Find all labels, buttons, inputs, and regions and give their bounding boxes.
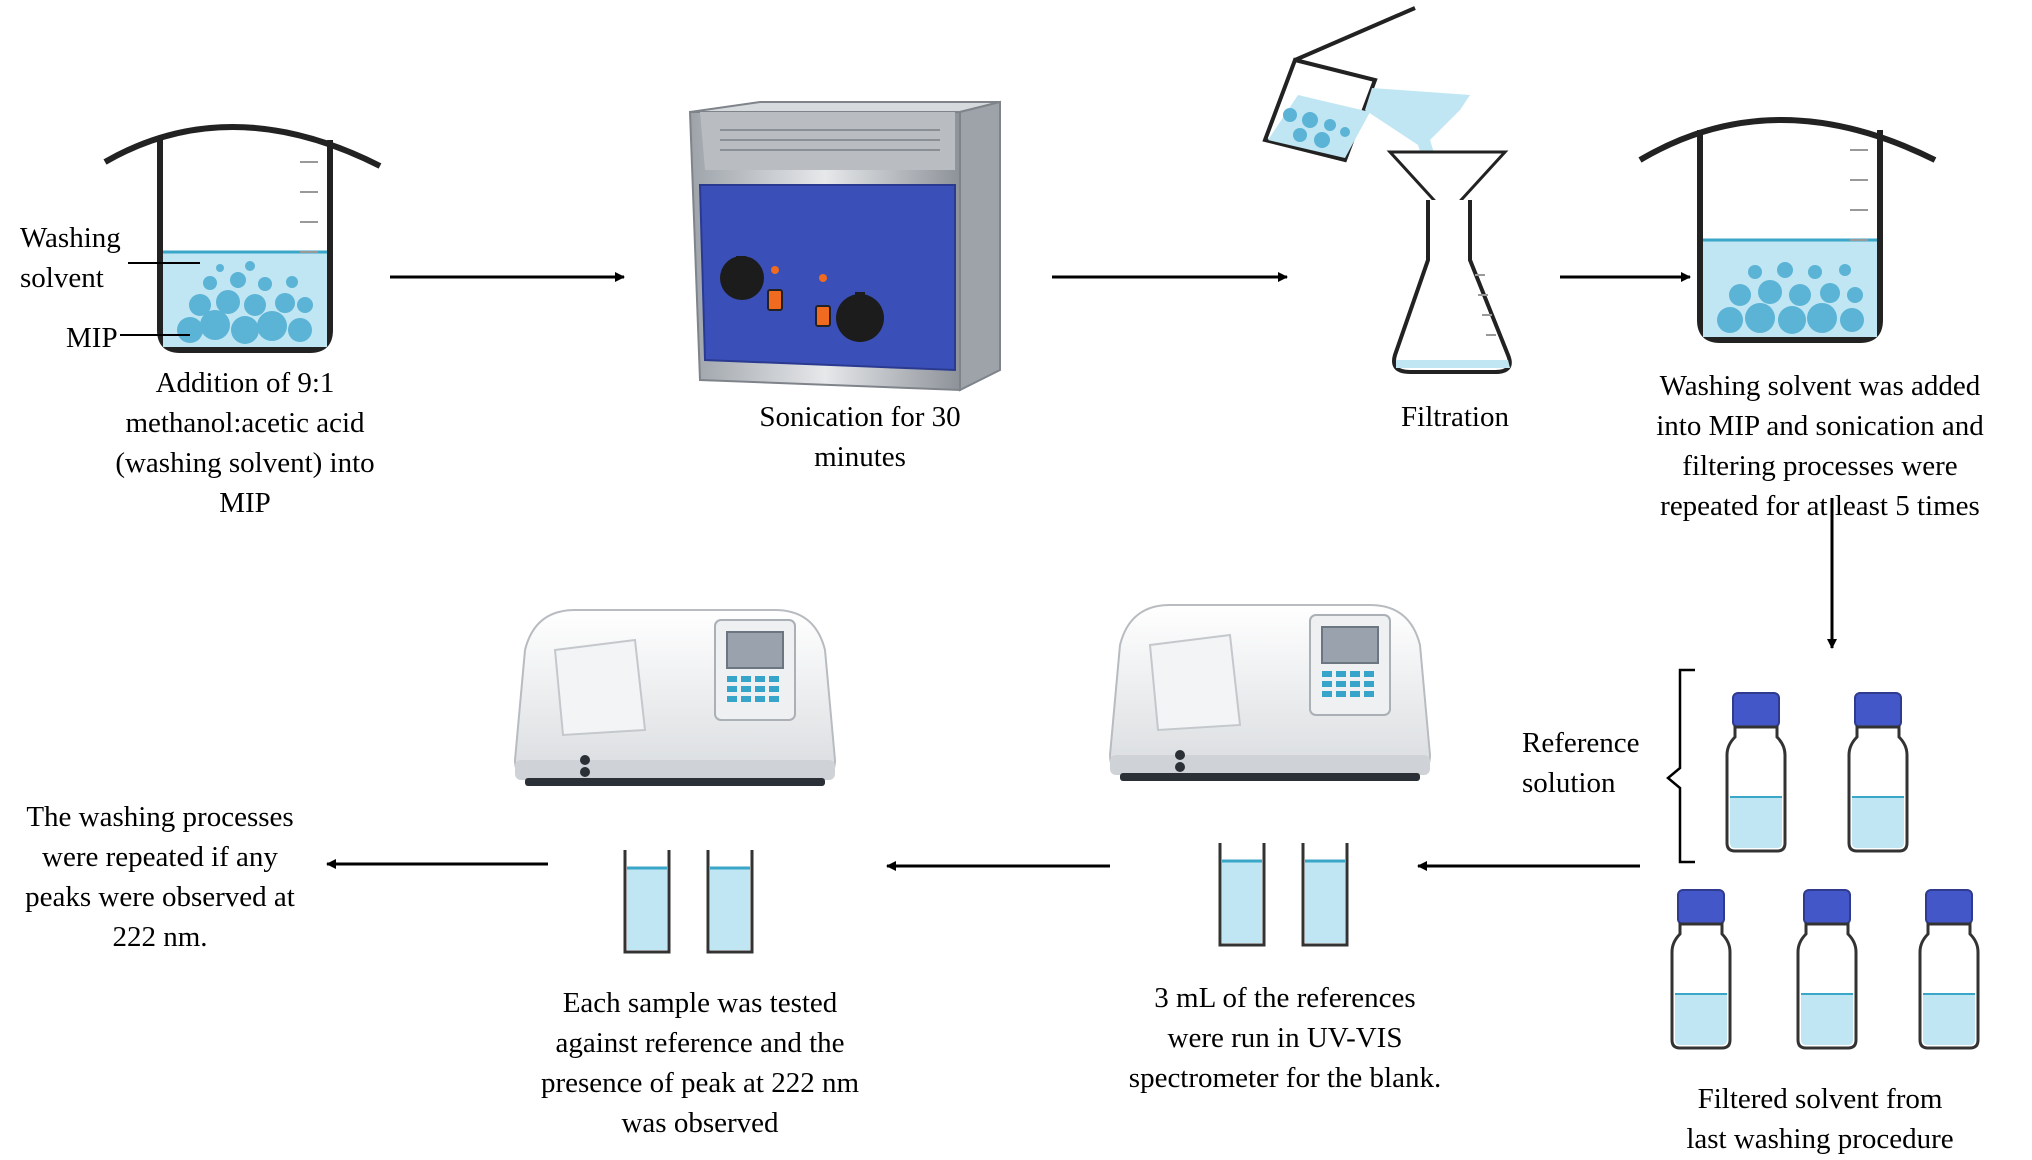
- step-filtration-caption: Filtration: [1401, 401, 1509, 433]
- filtration-setup-icon: [1262, 6, 1512, 374]
- reference-solution-label: Reference solution: [1522, 727, 1640, 799]
- cuvettes-blank-icon: [1218, 841, 1349, 947]
- step-addition-caption: Addition of 9:1 methanol:acetic acid (wa…: [115, 367, 375, 519]
- beaker-mip-icon: [103, 124, 382, 353]
- step-test-caption: Each sample was tested against reference…: [540, 987, 860, 1139]
- cuvettes-test-icon: [623, 848, 754, 954]
- step-repeat-caption: Washing solvent was added into MIP and s…: [1656, 370, 1984, 522]
- spectrometer-test-icon: [514, 609, 836, 787]
- filtered-vials-icon: [1670, 888, 1980, 1050]
- step-blank-caption: 3 mL of the references were run in UV-VI…: [1128, 982, 1442, 1094]
- mip-label: MIP: [66, 322, 118, 354]
- reference-vials-icon: [1725, 691, 1909, 853]
- filtered-solvent-caption: Filtered solvent from last washing proce…: [1686, 1083, 1954, 1155]
- step-final-caption: The washing processes were repeated if a…: [25, 801, 295, 953]
- ultrasonic-bath-icon: [688, 100, 1001, 392]
- beaker-repeat-icon: [1638, 117, 1937, 343]
- step-sonication-caption: Sonication for 30 minutes: [759, 401, 961, 473]
- reference-bracket: [1666, 668, 1695, 864]
- washing-solvent-label: Washing solvent: [20, 222, 121, 294]
- spectrometer-blank-icon: [1109, 604, 1431, 782]
